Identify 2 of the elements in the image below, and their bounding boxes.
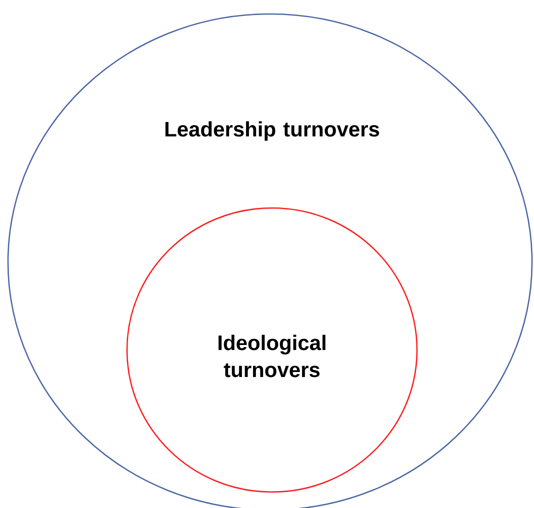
ellipse-label: Leadership turnovers: [165, 121, 380, 141]
circle-label: Ideological turnovers: [218, 334, 326, 378]
